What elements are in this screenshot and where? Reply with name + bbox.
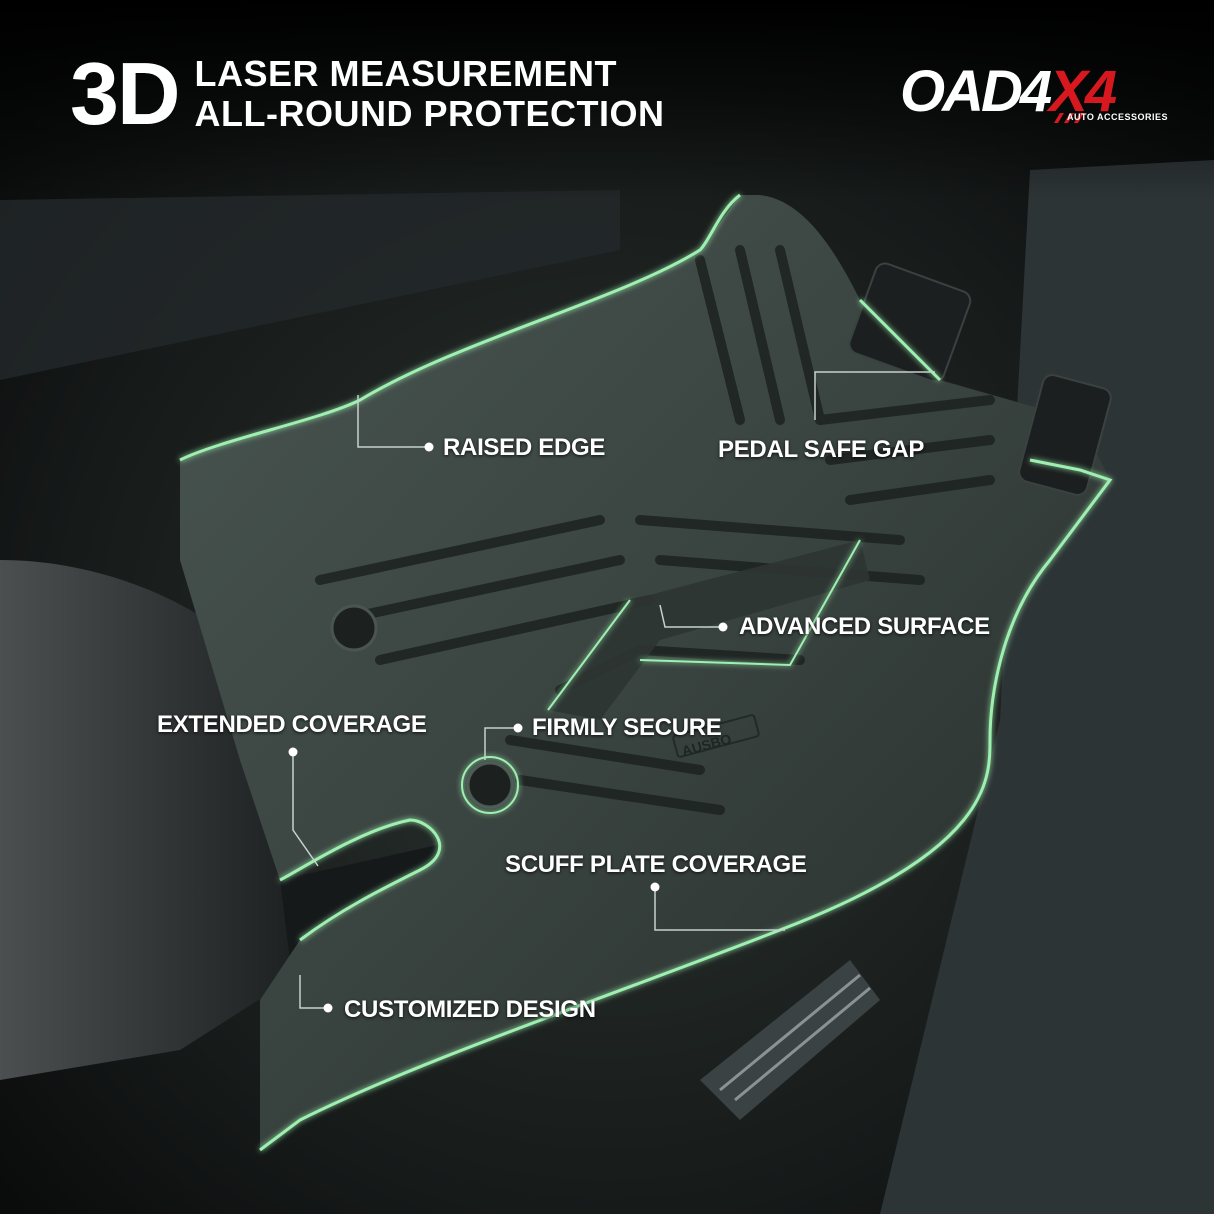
mat-ridges [315, 245, 995, 815]
callout-raised-edge: RAISED EDGE [443, 434, 606, 461]
leader-firmly-secure [484, 727, 517, 760]
brand-logo-tagline: AUTO ACCESSORIES [1066, 112, 1168, 122]
chevron-outline-glow [547, 539, 861, 711]
leader-scuff-plate [654, 887, 785, 931]
leader-customized-design [299, 975, 327, 1009]
dot-firmly-secure [513, 723, 523, 733]
door-panel [880, 160, 1214, 1214]
logo-stripes-icon [1054, 113, 1084, 123]
brake-pedal [848, 262, 972, 383]
leader-dots [288, 442, 728, 1013]
callout-firmly-secure: FIRMLY SECURE [532, 714, 722, 741]
leader-pedal-safe-gap [814, 371, 935, 420]
leader-lines [292, 371, 935, 1009]
headline-subtext: LASER MEASUREMENT ALL-ROUND PROTECTION [195, 54, 665, 134]
mat-embossed-text-label: AUSBO [680, 730, 733, 758]
carpet [0, 190, 620, 380]
clip-outline-glow [461, 756, 519, 814]
accelerator-pedal [1018, 374, 1112, 496]
headline-3d: 3D [70, 44, 180, 143]
brand-logo-main: OAD4 [900, 59, 1052, 124]
leader-raised-edge [357, 395, 428, 448]
headline: 3D LASER MEASUREMENT ALL-ROUND PROTECTIO… [70, 50, 664, 138]
scuff-plate-stripes [719, 973, 871, 1102]
headline-line-2: ALL-ROUND PROTECTION [194, 93, 665, 134]
dot-scuff-plate [650, 882, 660, 892]
brand-logo-accent: X4 [1049, 59, 1117, 124]
embossed-logo-box [672, 714, 760, 758]
dot-customized-design [323, 1003, 333, 1013]
mat-body [180, 195, 1110, 1150]
retention-clip-2 [466, 761, 514, 809]
callout-scuff-plate-coverage: SCUFF PLATE COVERAGE [505, 851, 807, 878]
dot-raised-edge [424, 442, 434, 452]
scuff-plate [700, 960, 880, 1120]
callout-customized-design: CUSTOMIZED DESIGN [344, 996, 596, 1023]
leader-extended-coverage [292, 752, 319, 867]
brand-logo-wordmark: OAD4X4 [900, 59, 1117, 124]
headline-line-1: LASER MEASUREMENT [194, 53, 618, 94]
callout-pedal-safe-gap: PEDAL SAFE GAP [718, 436, 925, 463]
callout-advanced-surface: ADVANCED SURFACE [739, 613, 990, 640]
dot-advanced-surface [718, 622, 728, 632]
callout-extended-coverage: EXTENDED COVERAGE [157, 711, 427, 738]
dot-extended-coverage [288, 747, 298, 757]
mat-embossed-text: AUSBO [680, 730, 733, 758]
mat-outline-glow [179, 193, 1113, 1152]
brand-logo: OAD4X4 AUTO ACCESSORIES [900, 60, 1176, 130]
retention-clip-1 [330, 604, 378, 652]
leader-advanced-surface [659, 604, 722, 628]
chevron-pattern [548, 540, 870, 720]
